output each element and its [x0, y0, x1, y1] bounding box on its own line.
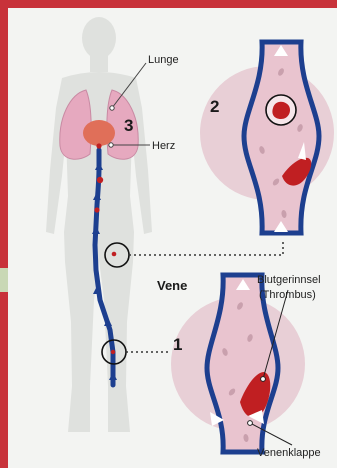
frame-accent: [0, 268, 8, 292]
label-blutgerinnsel: Blutgerinnsel: [257, 274, 321, 286]
step-number-2: 2: [210, 97, 219, 116]
step-number-3: 3: [124, 116, 133, 135]
label-herz: Herz: [152, 140, 175, 152]
detached-clot: [272, 102, 290, 119]
heart: [83, 120, 115, 146]
label-lunge: Lunge: [148, 54, 179, 66]
step-number-1: 1: [173, 335, 182, 354]
label-vene: Vene: [157, 278, 187, 293]
label-thrombus: (Thrombus): [259, 289, 316, 301]
label-venenklappe: Venenklappe: [257, 447, 321, 459]
